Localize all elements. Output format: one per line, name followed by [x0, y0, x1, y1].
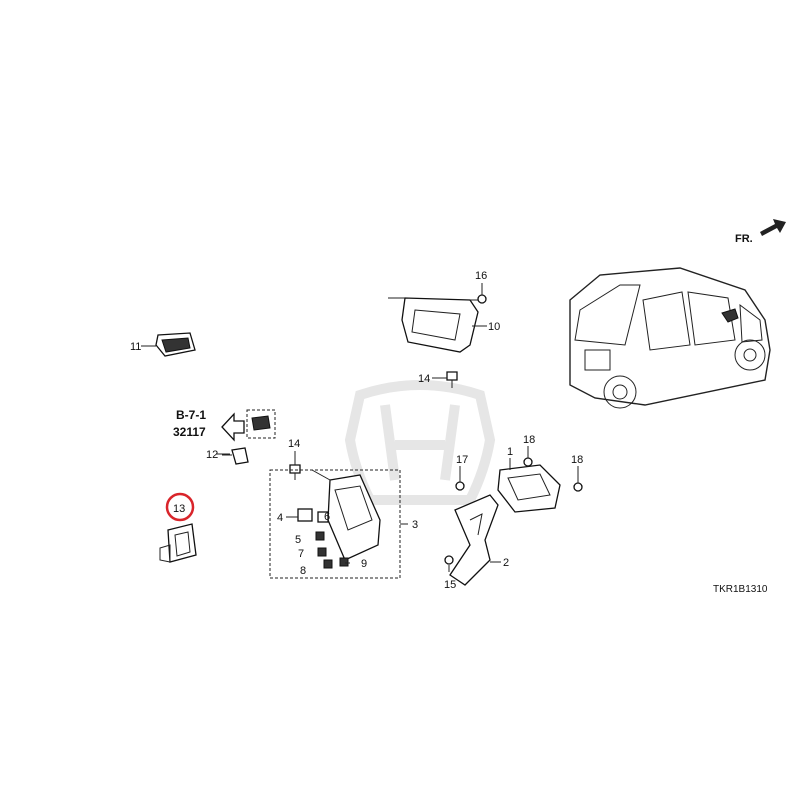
label-13: 13	[173, 503, 185, 515]
front-direction-indicator: FR.	[735, 219, 786, 245]
label-17: 15	[444, 579, 456, 591]
label-1: 1	[507, 446, 513, 458]
label-11: 11	[130, 341, 141, 353]
part-3-control-unit	[269, 469, 401, 579]
reference-line-2: 32117	[173, 425, 206, 439]
label-7: 7	[298, 548, 304, 560]
label-3: 3	[412, 519, 418, 531]
diagram-code: TKR1B1310	[713, 584, 768, 595]
label-18-right: 18	[571, 454, 583, 466]
highlight-ring	[165, 492, 195, 522]
reference-callout: B-7-1 32117	[173, 408, 276, 442]
part-14-bolt-upper	[446, 371, 458, 388]
part-12-connector	[222, 447, 249, 465]
reference-arrow-icon	[221, 412, 245, 442]
part-1-module	[497, 457, 583, 513]
label-14-upper: 14	[418, 373, 430, 385]
label-10: 10	[488, 321, 500, 333]
part-2-bracket	[444, 481, 499, 586]
label-16: 17	[456, 454, 468, 466]
label-9: 9	[361, 558, 367, 570]
label-6: 6	[324, 511, 330, 523]
direction-label: FR.	[735, 233, 753, 245]
part-10-unit	[388, 294, 487, 353]
front-arrow-icon	[760, 219, 786, 236]
label-8: 8	[300, 565, 306, 577]
leader-lines	[141, 283, 579, 572]
brand-watermark	[344, 380, 496, 505]
parts-4-9-clips	[297, 508, 349, 569]
label-5: 5	[295, 534, 301, 546]
label-15: 16	[475, 270, 487, 282]
part-13-bracket	[159, 523, 197, 563]
label-14-lower: 14	[288, 438, 300, 450]
label-18-left: 18	[523, 434, 535, 446]
part-labels: 11 16 10 14 14 12 13 4 5 6 7 8 9 3 17 1 …	[130, 270, 583, 591]
label-4: 4	[277, 512, 283, 524]
label-12: 12	[206, 449, 218, 461]
reference-line-1: B-7-1	[176, 408, 206, 422]
part-14-bolt-lower	[289, 464, 301, 480]
vehicle-illustration	[569, 267, 771, 409]
label-2: 2	[503, 557, 509, 569]
part-11-switch	[155, 332, 196, 357]
